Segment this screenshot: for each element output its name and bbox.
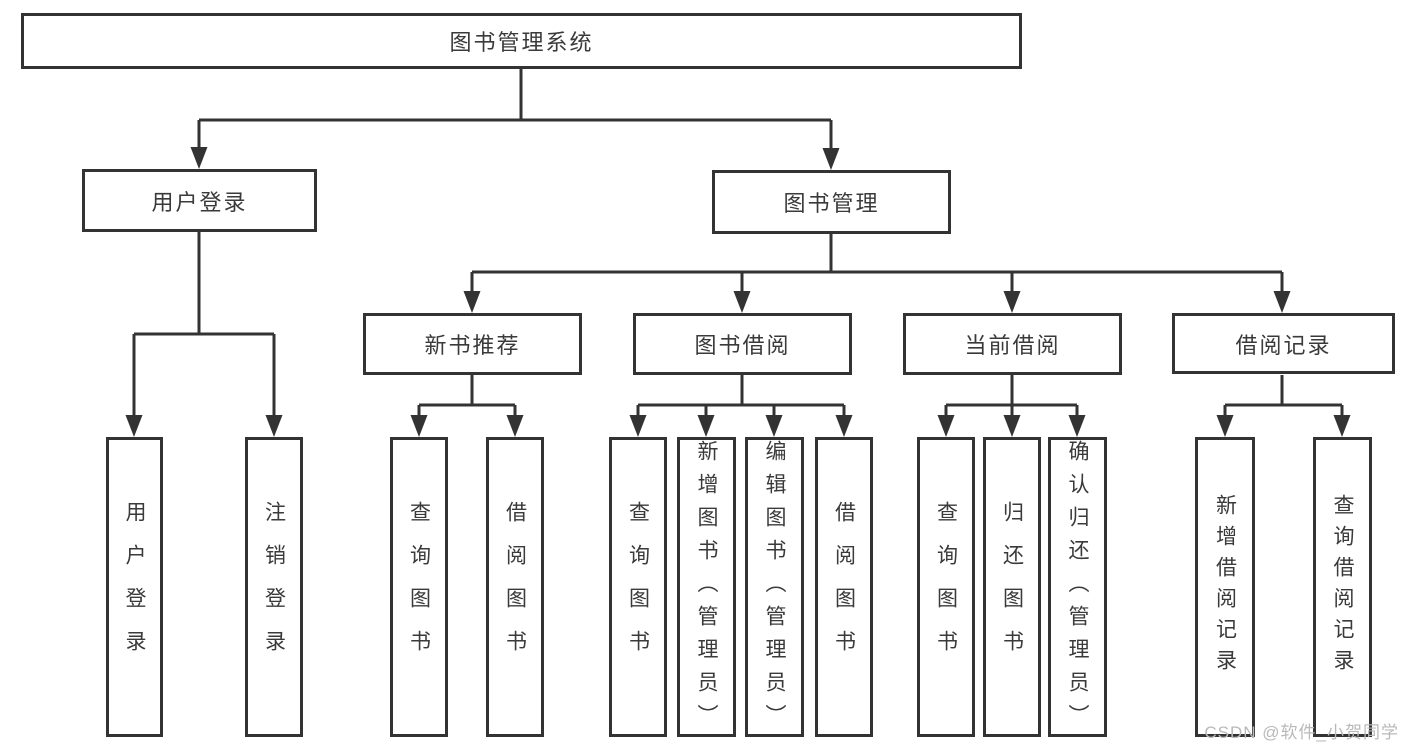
leaf-user-login: 用户登录 xyxy=(106,437,163,737)
csdn-watermark: CSDN @软件_小贺同学 xyxy=(1204,723,1399,742)
leaf-records-query-record: 查询借阅记录 xyxy=(1313,437,1372,737)
node-current-borrowing: 当前借阅 xyxy=(903,313,1122,375)
node-new-book-recommend: 新书推荐 xyxy=(363,313,582,375)
leaf-recommend-query-book: 查询图书 xyxy=(390,437,448,737)
leaf-records-add-record: 新增借阅记录 xyxy=(1195,437,1255,737)
leaf-current-query-book: 查询图书 xyxy=(917,437,975,737)
leaf-borrowing-query-book: 查询图书 xyxy=(609,437,667,737)
leaf-recommend-borrow-book: 借阅图书 xyxy=(486,437,544,737)
node-book-borrowing: 图书借阅 xyxy=(633,313,852,375)
node-borrow-records: 借阅记录 xyxy=(1172,313,1395,374)
node-book-management: 图书管理 xyxy=(712,170,951,234)
node-system-root: 图书管理系统 xyxy=(21,13,1022,69)
leaf-borrowing-add-book-admin: 新增图书（管理员） xyxy=(677,437,736,737)
leaf-current-confirm-return-admin: 确认归还（管理员） xyxy=(1048,437,1107,737)
node-user-login-group: 用户登录 xyxy=(82,169,317,232)
leaf-current-return-book: 归还图书 xyxy=(983,437,1041,737)
leaf-borrowing-borrow-book: 借阅图书 xyxy=(815,437,873,737)
leaf-logout: 注销登录 xyxy=(245,437,303,737)
leaf-borrowing-edit-book-admin: 编辑图书（管理员） xyxy=(745,437,804,737)
